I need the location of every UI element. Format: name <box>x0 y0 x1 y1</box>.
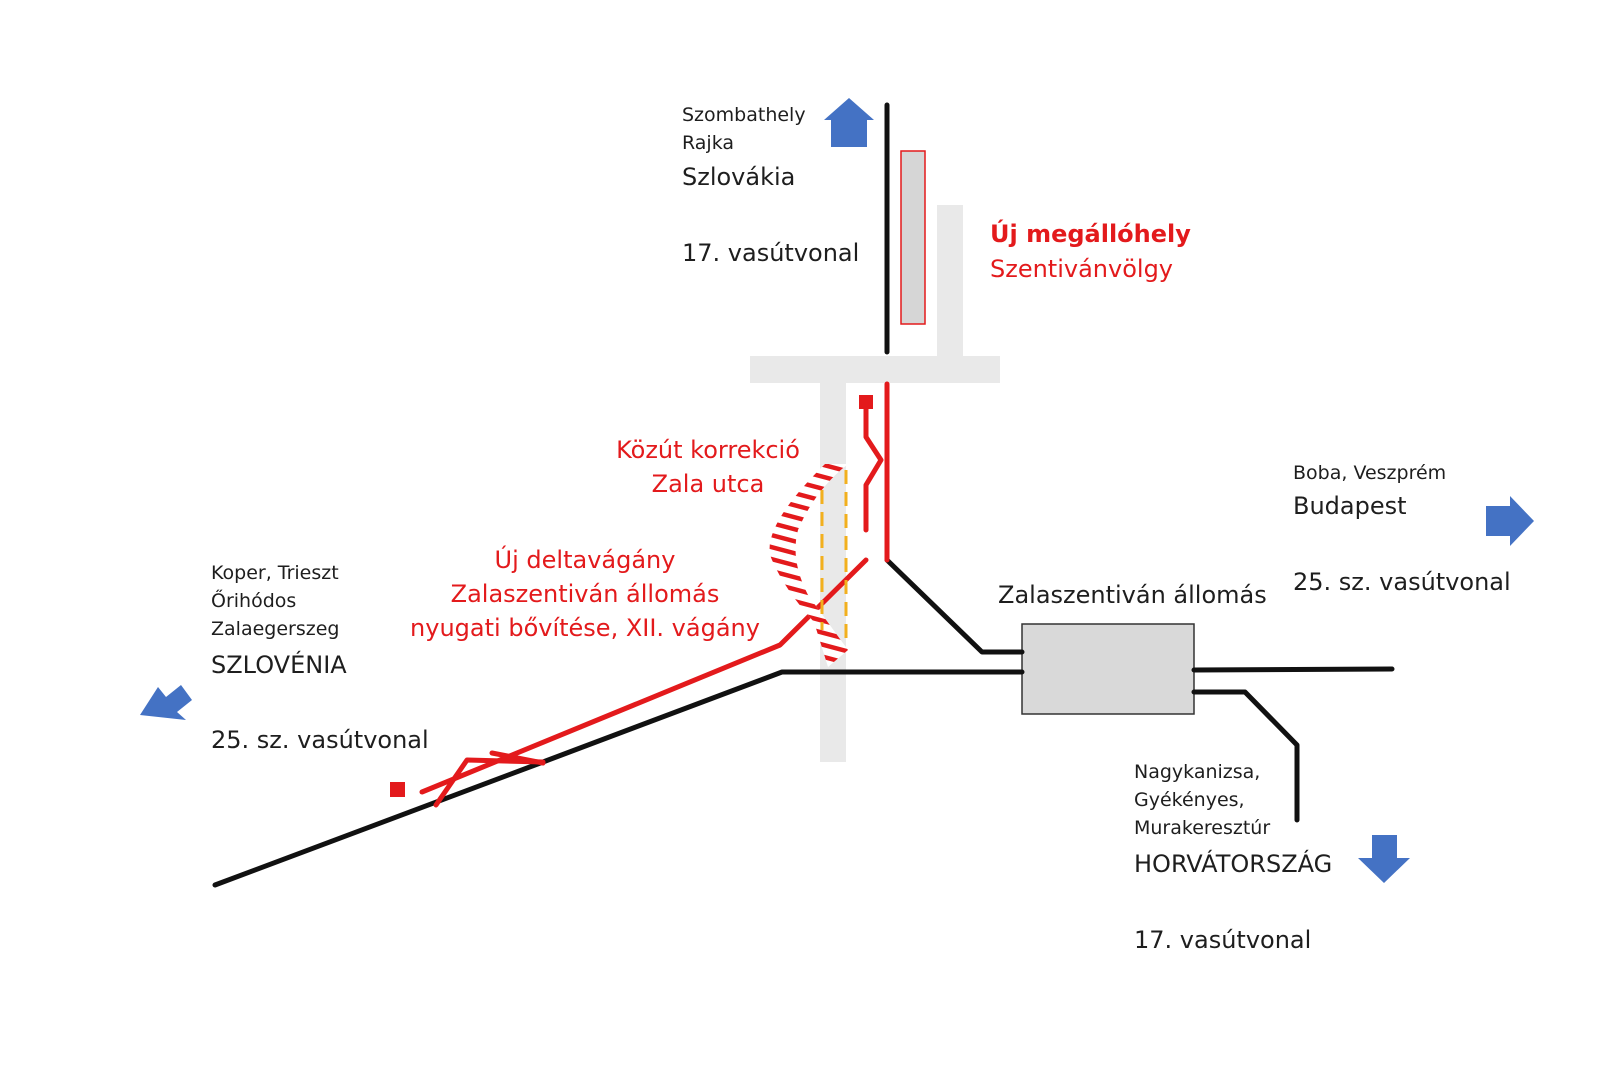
north-destination-2: Rajka <box>682 132 735 154</box>
east-city: Budapest <box>1293 492 1407 520</box>
station-building <box>1021 623 1195 715</box>
track-25-main <box>212 669 1025 888</box>
road-south-branch <box>820 378 846 762</box>
buffer-stop-west <box>390 782 405 797</box>
south-destination-1: Nagykanizsa, <box>1134 761 1261 783</box>
delta-label-2: Zalaszentiván állomás <box>450 580 720 608</box>
new-stop-platform <box>900 150 926 325</box>
siding-crossover <box>489 750 546 766</box>
roads <box>750 205 1000 762</box>
south-destination-2: Gyékényes, <box>1134 789 1245 811</box>
delta-track <box>419 557 869 795</box>
arrow-right-icon <box>1486 496 1534 546</box>
south-country: HORVÁTORSZÁG <box>1134 850 1333 878</box>
track-17-north-to-station <box>884 557 1025 655</box>
south-destination-3: Murakeresztúr <box>1134 817 1271 839</box>
new-stop-name: Szentivánvölgy <box>990 255 1173 283</box>
road-north-branch <box>937 205 963 365</box>
east-line-label: 25. sz. vasútvonal <box>1293 568 1511 596</box>
stub-track-north <box>863 400 884 533</box>
west-destination-3: Zalaegerszeg <box>211 618 340 640</box>
west-destination-1: Koper, Trieszt <box>211 562 339 584</box>
road-correction-label-2: Zala utca <box>651 470 765 498</box>
arrow-down-left-icon <box>140 685 192 720</box>
direction-arrows <box>140 98 1534 883</box>
old-road-alignment <box>820 470 848 640</box>
arrow-down-icon <box>1358 835 1410 883</box>
road-correction-label-1: Közút korrekció <box>616 436 800 464</box>
west-destination-2: Őrihódos <box>211 590 297 612</box>
delta-label-1: Új deltavágány <box>494 546 676 574</box>
station-name: Zalaszentiván állomás <box>998 581 1267 609</box>
siding-west <box>433 757 546 808</box>
south-line-label: 17. vasútvonal <box>1134 926 1312 954</box>
west-line-label: 25. sz. vasútvonal <box>211 726 429 754</box>
west-country: SZLOVÉNIA <box>211 651 347 679</box>
east-destination-1: Boba, Veszprém <box>1293 462 1447 484</box>
new-tracks <box>419 381 890 808</box>
north-country: Szlovákia <box>682 163 796 191</box>
north-line-label: 17. vasútvonal <box>682 239 860 267</box>
new-stop-title: Új megállóhely <box>990 220 1191 248</box>
track-25-east <box>1191 666 1395 673</box>
arrow-up-icon <box>824 98 874 147</box>
existing-tracks <box>212 102 1395 888</box>
buffer-stop-north <box>859 395 873 409</box>
delta-label-3: nyugati bővítése, XII. vágány <box>410 614 760 642</box>
track-17-south <box>1191 689 1300 823</box>
north-destination-1: Szombathely <box>682 104 806 126</box>
